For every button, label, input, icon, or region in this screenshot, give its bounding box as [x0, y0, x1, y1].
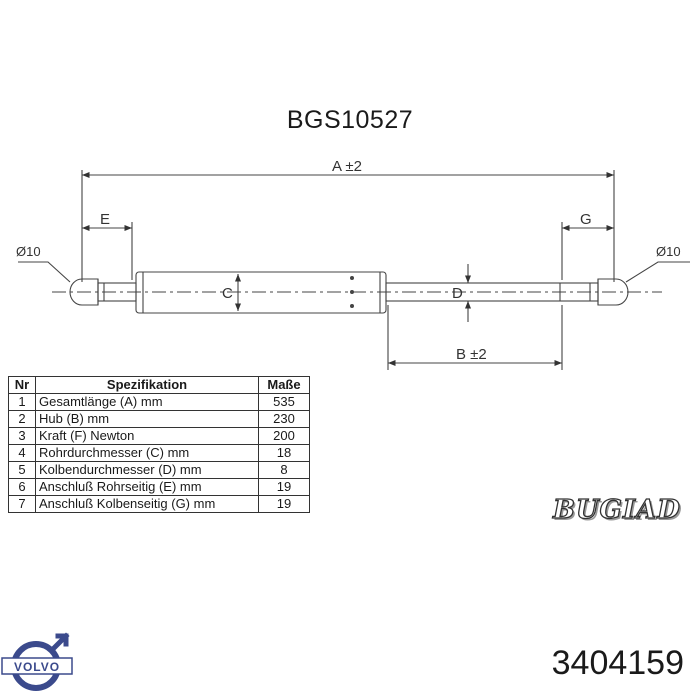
table-row: 1 Gesamtlänge (A) mm 535	[8, 393, 310, 411]
row-value: 19	[258, 495, 310, 513]
spec-table: Nr Spezifikation Maße 1 Gesamtlänge (A) …	[8, 376, 310, 513]
row-value: 19	[258, 478, 310, 496]
row-spec: Anschluß Kolbenseitig (G) mm	[35, 495, 259, 513]
table-row: 7 Anschluß Kolbenseitig (G) mm 19	[8, 495, 310, 513]
row-nr: 1	[8, 393, 36, 411]
right-eye	[597, 278, 629, 306]
row-nr: 4	[8, 444, 36, 462]
part-code-title: BGS10527	[286, 106, 414, 134]
row-nr: 5	[8, 461, 36, 479]
row-value: 200	[258, 427, 310, 445]
row-value: 535	[258, 393, 310, 411]
col-header-value: Maße	[258, 376, 310, 394]
row-spec: Kolbendurchmesser (D) mm	[35, 461, 259, 479]
dim-c-label: C	[222, 285, 233, 302]
table-row: 2 Hub (B) mm 230	[8, 410, 310, 428]
volvo-logo-text: VOLVO	[14, 660, 60, 674]
dim-e-label: E	[100, 211, 110, 228]
row-nr: 7	[8, 495, 36, 513]
table-header-row: Nr Spezifikation Maße	[8, 376, 310, 394]
table-row: 4 Rohrdurchmesser (C) mm 18	[8, 444, 310, 462]
row-nr: 2	[8, 410, 36, 428]
row-value: 8	[258, 461, 310, 479]
row-spec: Rohrdurchmesser (C) mm	[35, 444, 259, 462]
dia-right-leader	[625, 261, 690, 283]
row-nr: 3	[8, 427, 36, 445]
row-value: 18	[258, 444, 310, 462]
row-spec: Gesamtlänge (A) mm	[35, 393, 259, 411]
dim-a-label: A ±2	[332, 158, 362, 175]
row-spec: Hub (B) mm	[35, 410, 259, 428]
oem-part-number: 3404159	[551, 644, 684, 682]
bugiad-logo: BUGIAD	[552, 494, 681, 525]
row-value: 230	[258, 410, 310, 428]
table-row: 3 Kraft (F) Newton 200	[8, 427, 310, 445]
dia-right-label: Ø10	[656, 244, 681, 259]
piston-rod	[385, 282, 599, 302]
row-spec: Anschluß Rohrseitig (E) mm	[35, 478, 259, 496]
dim-g-label: G	[580, 211, 592, 228]
dim-b-label: B ±2	[456, 346, 487, 363]
dia-left-leader	[18, 261, 71, 283]
dim-d-label: D	[452, 285, 463, 302]
table-row: 5 Kolbendurchmesser (D) mm 8	[8, 461, 310, 479]
dia-left-label: Ø10	[16, 244, 41, 259]
table-row: 6 Anschluß Rohrseitig (E) mm 19	[8, 478, 310, 496]
volvo-logo: VOLVO	[1, 632, 73, 691]
col-header-spec: Spezifikation	[35, 376, 259, 394]
left-eye	[69, 278, 99, 306]
col-header-nr: Nr	[8, 376, 36, 394]
row-nr: 6	[8, 478, 36, 496]
row-spec: Kraft (F) Newton	[35, 427, 259, 445]
